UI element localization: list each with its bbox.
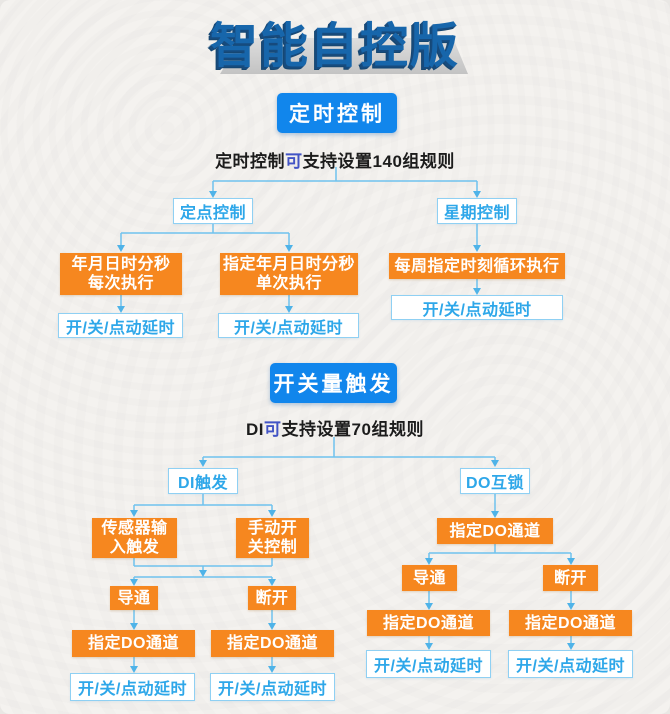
node-conduct-b: 导通 [402,565,457,591]
node-label-line2: 入触发 [109,539,160,556]
page-title: 智能自控版 [209,20,460,73]
node-conduct-a: 导通 [110,586,158,610]
node-delay-b1: 开/关/点动延时 [366,650,491,678]
node-label-line1: 年月日时分秒 [71,256,171,273]
node-label-line1: 指定年月日时分秒 [222,256,355,273]
node-disconnect-b: 断开 [543,565,598,591]
node-delay-1: 开/关/点动延时 [58,313,183,338]
switch-trigger-button: 开关量触发 [270,363,397,403]
node-datetime-single-exec: 指定年月日时分秒 单次执行 [220,253,358,295]
timing-caption-suffix: 支持设置140组规则 [302,152,455,171]
node-weekly-loop-exec: 每周指定时刻循环执行 [389,253,565,279]
node-do-channel-b2: 指定DO通道 [509,610,632,636]
node-do-channel-a1: 指定DO通道 [72,630,195,657]
node-fixed-point-control: 定点控制 [173,198,253,224]
node-label-line1: 传感器输 [101,520,168,537]
switch-caption: DI可支持设置70组规则 [0,415,670,440]
timing-caption: 定时控制可支持设置140组规则 [0,147,670,172]
timing-caption-highlight: 可 [285,152,303,171]
timing-caption-prefix: 定时控制 [215,152,286,171]
switch-caption-highlight: 可 [264,420,282,439]
node-label-line2: 单次执行 [255,275,322,292]
node-sensor-input-trigger: 传感器输 入触发 [92,518,177,558]
node-delay-b2: 开/关/点动延时 [508,650,633,678]
node-delay-2: 开/关/点动延时 [218,313,359,338]
switch-caption-prefix: DI [246,420,265,439]
node-delay-a1: 开/关/点动延时 [70,673,195,701]
node-do-channel-b0: 指定DO通道 [437,518,553,544]
node-delay-3: 开/关/点动延时 [391,295,563,320]
node-do-channel-b1: 指定DO通道 [367,610,490,636]
node-delay-a2: 开/关/点动延时 [210,673,335,701]
timing-control-button: 定时控制 [277,93,397,133]
title-platform-shape [220,38,468,74]
node-label-line1: 手动开 [247,520,298,537]
node-manual-switch-control: 手动开 关控制 [236,518,309,558]
node-do-interlock: DO互锁 [460,468,530,494]
node-di-trigger: DI触发 [168,468,238,494]
switch-caption-suffix: 支持设置70组规则 [281,420,424,439]
node-datetime-every-exec: 年月日时分秒 每次执行 [60,253,182,295]
node-disconnect-a: 断开 [248,586,296,610]
node-do-channel-a2: 指定DO通道 [211,630,334,657]
node-week-control: 星期控制 [437,198,517,224]
node-label-line2: 每次执行 [87,275,154,292]
node-label-line2: 关控制 [247,539,298,556]
